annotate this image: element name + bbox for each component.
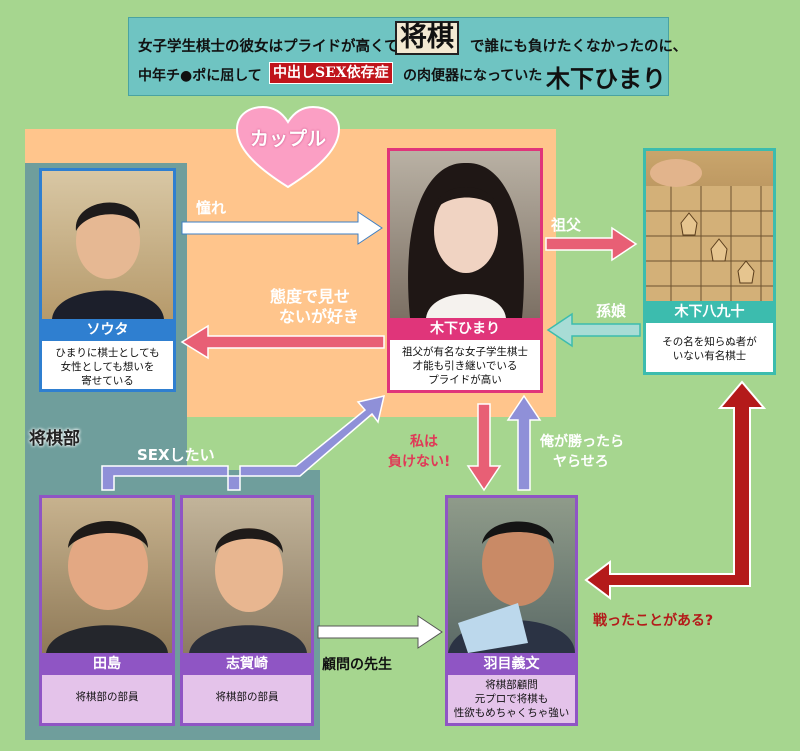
grandpa-photo: [646, 151, 773, 301]
arrow-watashi: [466, 403, 502, 492]
arrow-sexshitai: [101, 394, 386, 491]
label-akogare: 憧れ: [196, 199, 227, 217]
hanyu-desc-2: 元プロで将棋も: [474, 693, 549, 705]
banner-line1a: 女子学生棋士の彼女はプライドが高くて: [138, 38, 399, 55]
label-sofu: 祖父: [551, 216, 582, 234]
person-silhouette-icon: [52, 202, 164, 319]
arrow-magomusume: [546, 312, 641, 348]
grandpa-name: 木下八九十: [646, 301, 773, 323]
tajima-card: 田島 将棋部の部員: [39, 495, 175, 726]
souta-card: ソウタ ひまりに棋士としても 女性としても想いを 寄せている: [39, 168, 176, 392]
arrow-sofu: [545, 226, 638, 262]
label-taido-1: 態度で見せ: [270, 287, 351, 306]
hanyu-card: 羽目義文 将棋部顧問 元プロで将棋も 性欲もめちゃくちゃ強い: [445, 495, 578, 726]
hanyu-desc-3: 性欲もめちゃくちゃ強い: [453, 707, 570, 719]
shigasaki-desc-1: 将棋部の部員: [215, 691, 279, 703]
person-silhouette-icon: [448, 521, 575, 653]
himari-desc-1: 祖父が有名な女子学生棋士: [402, 346, 528, 358]
banner-line2a: 中年チ●ポに屈して: [138, 68, 262, 84]
arrow-komon: [317, 615, 443, 649]
arrow-taido: [180, 324, 385, 360]
banner-heroine-name: 木下ひまり: [546, 64, 666, 93]
arrow-tatakatta: [584, 380, 767, 600]
banner-shogi: 将棋: [395, 21, 459, 55]
tajima-name: 田島: [42, 653, 172, 675]
label-watashi-2: 負けない!: [388, 454, 451, 470]
hanyu-desc-1: 将棋部顧問: [485, 679, 538, 691]
tajima-desc-1: 将棋部の部員: [75, 691, 139, 703]
tajima-photo: [42, 498, 172, 653]
label-magomusume: 孫娘: [596, 302, 627, 320]
himari-card: 木下ひまり 祖父が有名な女子学生棋士 才能も引き継いでいる プライドが高い: [387, 148, 543, 393]
himari-name: 木下ひまり: [390, 318, 540, 340]
himari-photo: [390, 151, 540, 318]
title-banner: 女子学生棋士の彼女はプライドが高くて 将棋 で誰にも負けたくなかったのに、 中年…: [128, 17, 687, 96]
himari-desc-3: プライドが高い: [428, 374, 502, 386]
arrow-akogare: [181, 211, 383, 245]
grandpa-desc-1: その名を知らぬ者が: [662, 336, 757, 348]
grandpa-desc-2: いない有名棋士: [672, 350, 747, 362]
arrow-ore: [506, 394, 542, 491]
label-watashi-1: 私は: [410, 434, 438, 450]
hanyu-photo: [448, 498, 575, 653]
heart-icon: [235, 105, 341, 189]
souta-name: ソウタ: [42, 319, 173, 341]
souta-photo: [42, 171, 173, 319]
souta-desc-1: ひまりに棋士としても: [55, 347, 160, 359]
grandpa-card: 木下八九十 その名を知らぬ者が いない有名棋士: [643, 148, 776, 375]
himari-desc-2: 才能も引き継いでいる: [412, 360, 518, 372]
couple-label: カップル: [250, 128, 327, 150]
shigasaki-card: 志賀崎 将棋部の部員: [180, 495, 314, 726]
banner-line2c: の肉便器になっていた: [403, 68, 543, 84]
label-taido-2: ないが好き: [279, 307, 360, 326]
label-ore-1: 俺が勝ったら: [540, 434, 624, 450]
label-sexshitai: SEXしたい: [137, 446, 215, 464]
banner-line1c: で誰にも負けたくなかったのに、: [470, 38, 688, 55]
souta-desc-2: 女性としても想いを: [60, 361, 155, 373]
hanyu-name: 羽目義文: [448, 653, 575, 675]
shogi-club-label: 将棋部: [29, 429, 80, 449]
souta-desc-3: 寄せている: [81, 375, 134, 387]
person-silhouette-icon: [46, 521, 168, 653]
label-ore-2: ヤらせろ: [553, 454, 609, 470]
label-tatakatta: 戦ったことがある?: [593, 613, 714, 629]
banner-highlight: 中出しSEX依存症: [269, 62, 393, 84]
person-silhouette-icon: [408, 162, 524, 318]
shogi-board-icon: [646, 159, 773, 301]
person-silhouette-icon: [189, 528, 307, 653]
label-komon: 顧問の先生: [322, 657, 392, 673]
shigasaki-name: 志賀崎: [183, 653, 311, 675]
shigasaki-photo: [183, 498, 311, 653]
